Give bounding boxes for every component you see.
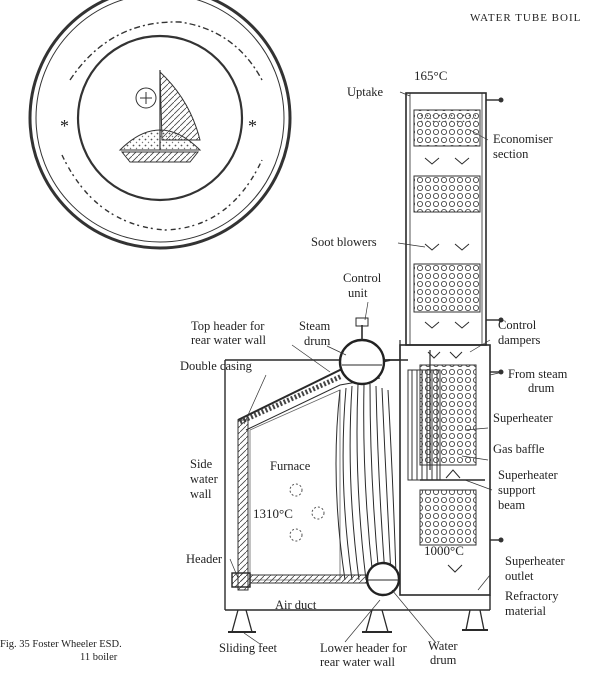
label-uptake: Uptake <box>347 85 384 99</box>
label-from-steam-drum-2: drum <box>528 381 555 395</box>
label-support-beam-3: beam <box>498 498 525 512</box>
label-side-wall-3: wall <box>190 487 212 501</box>
label-from-steam-drum-1: From steam <box>508 367 568 381</box>
label-refractory-1: Refractory <box>505 589 559 603</box>
label-control-unit-2: unit <box>348 286 368 300</box>
uptake-temperature: 165°C <box>414 68 447 83</box>
label-furnace: Furnace <box>270 459 311 473</box>
tube-bank <box>335 383 397 581</box>
seal-emblem-icon <box>118 70 202 163</box>
figure-caption-line-1: Fig. 35 Foster Wheeler ESD. <box>0 639 122 650</box>
page-header-title: WATER TUBE BOIL <box>470 12 581 24</box>
label-side-wall-1: Side <box>190 457 213 471</box>
label-economiser-1: Economiser <box>493 132 554 146</box>
leader-lines <box>229 91 504 645</box>
label-sh-outlet-2: outlet <box>505 569 534 583</box>
label-water-drum-2: drum <box>430 653 457 667</box>
label-lower-header-1: Lower header for <box>320 641 408 655</box>
label-double-casing: Double casing <box>180 359 253 373</box>
label-gas-baffle: Gas baffle <box>493 442 545 456</box>
label-top-header-1: Top header for <box>191 319 265 333</box>
superheater-temperature: 1000°C <box>424 543 464 558</box>
svg-text:*: * <box>248 116 257 136</box>
furnace-temperature: 1310°C <box>253 506 293 521</box>
library-seal-stamp: * * <box>28 0 292 250</box>
label-support-beam-2: support <box>498 483 536 497</box>
label-steam-drum-1: Steam <box>299 319 331 333</box>
label-support-beam-1: Superheater <box>498 468 559 482</box>
label-control-dampers-2: dampers <box>498 333 540 347</box>
label-superheater: Superheater <box>493 411 554 425</box>
label-sliding-feet: Sliding feet <box>219 641 278 655</box>
svg-text:*: * <box>60 116 69 136</box>
header-box <box>231 572 251 588</box>
label-soot-blowers: Soot blowers <box>311 235 377 249</box>
uptake-column <box>405 92 504 346</box>
label-refractory-2: material <box>505 604 546 618</box>
label-lower-header-2: rear water wall <box>320 655 395 669</box>
sliding-feet <box>228 609 488 633</box>
label-control-unit-1: Control <box>343 271 382 285</box>
label-control-dampers-1: Control <box>498 318 537 332</box>
figure-caption-line-2: 11 boiler <box>80 652 118 663</box>
label-top-header-2: rear water wall <box>191 333 266 347</box>
label-sh-outlet-1: Superheater <box>505 554 566 568</box>
label-economiser-2: section <box>493 147 529 161</box>
label-steam-drum-2: drum <box>304 334 331 348</box>
label-water-drum-1: Water <box>428 639 458 653</box>
superheater-section <box>399 344 504 596</box>
water-drum <box>365 561 401 597</box>
boiler-casing <box>224 359 491 611</box>
steam-drum <box>338 317 408 386</box>
label-air-duct: Air duct <box>275 598 317 612</box>
label-side-wall-2: water <box>190 472 219 486</box>
label-header: Header <box>186 552 223 566</box>
